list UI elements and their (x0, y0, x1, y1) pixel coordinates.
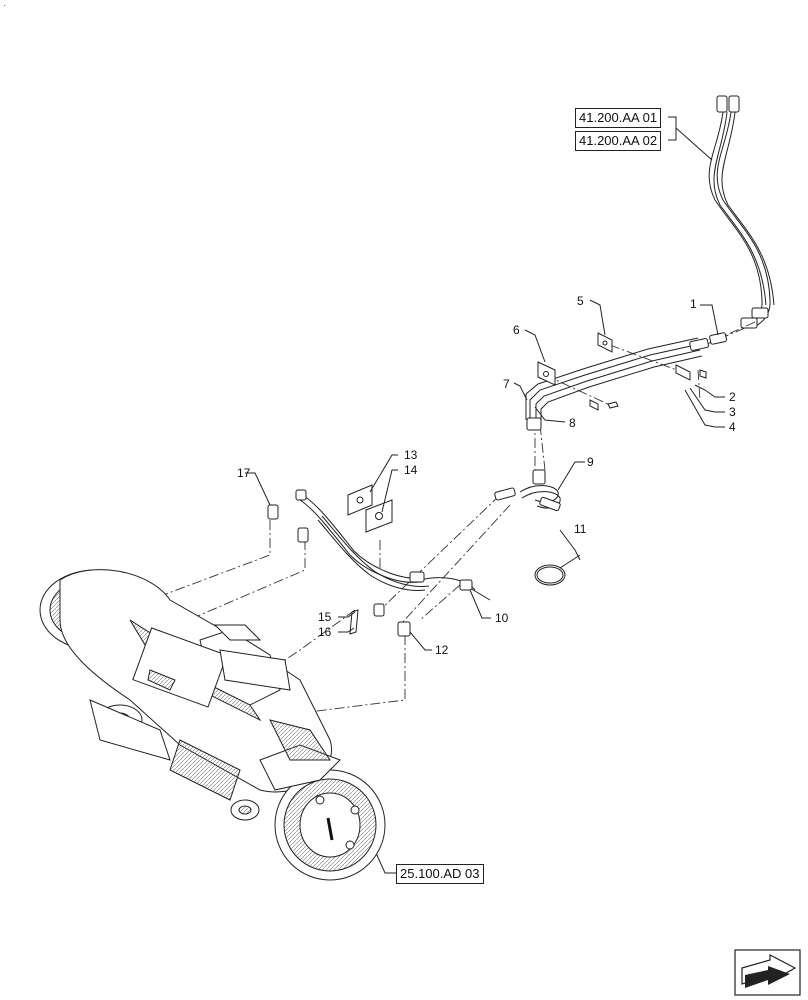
callout-13[interactable]: 13 (404, 448, 418, 462)
upper-hoses (708, 111, 775, 329)
hose-fittings-top (716, 95, 769, 329)
callout-9[interactable]: 9 (587, 455, 594, 469)
lower-fittings (267, 489, 473, 637)
callout-15[interactable]: 15 (318, 610, 332, 624)
corner-mark: · (3, 0, 7, 11)
callout-17[interactable]: 17 (237, 466, 251, 480)
callout-14[interactable]: 14 (404, 463, 418, 477)
lower-hoses (299, 495, 491, 601)
callout-7[interactable]: 7 (503, 377, 510, 391)
reference-box-41-200-aa-02[interactable]: 41.200.AA 02 (575, 131, 662, 151)
callout-3[interactable]: 3 (729, 405, 736, 419)
callout-6[interactable]: 6 (513, 323, 520, 337)
reference-box-25-100-ad-03[interactable]: 25.100.AD 03 (396, 864, 484, 884)
alignment-lines (149, 321, 756, 716)
navigation-arrow-icon[interactable] (734, 949, 801, 996)
tie-coil-11 (534, 554, 581, 586)
callout-8[interactable]: 8 (569, 416, 576, 430)
callout-10[interactable]: 10 (495, 611, 509, 625)
reference-leaders (367, 116, 713, 874)
bracket-parts (537, 332, 707, 411)
callout-11[interactable]: 11 (574, 522, 587, 536)
callout-1[interactable]: 1 (690, 297, 697, 311)
axle-assembly (39, 569, 386, 881)
callout-5[interactable]: 5 (577, 294, 584, 308)
steel-pipes (525, 337, 703, 420)
callout-12[interactable]: 12 (435, 643, 449, 657)
hose-assembly-9 (494, 485, 561, 512)
callout-leaders (245, 299, 725, 651)
callout-16[interactable]: 16 (318, 625, 332, 639)
callout-2[interactable]: 2 (729, 390, 736, 404)
reference-box-41-200-aa-01[interactable]: 41.200.AA 01 (575, 108, 662, 128)
callout-numbers: 1 2 3 4 5 6 7 8 9 10 11 12 13 14 15 16 1… (237, 294, 736, 657)
callout-4[interactable]: 4 (729, 420, 736, 434)
clamp-13-14 (347, 484, 393, 533)
pipe-fittings (526, 332, 727, 485)
